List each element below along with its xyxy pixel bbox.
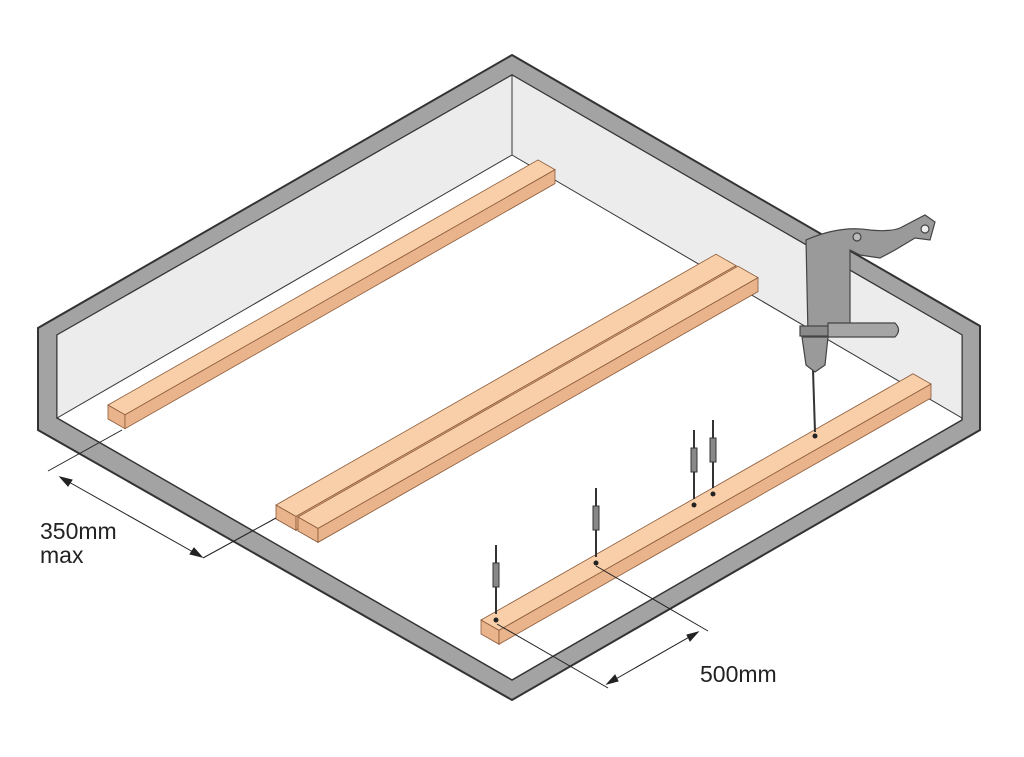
dimension-350 [47,429,277,559]
screw-fixing-icon [709,420,717,497]
spacing-dimension-label: 350mm [40,518,117,544]
drill-hole-mark [812,433,818,439]
batten-top-face [107,159,556,416]
timber-batten [480,373,932,645]
screw-fixing-icon [592,488,600,566]
fixing-interval-label: 500mm [700,661,777,687]
screw-fixing-icon [690,430,698,508]
dimension-500 [496,565,709,689]
batten-top-face [297,265,759,529]
batten-top-face [275,253,737,517]
timber-batten [297,265,759,544]
spacing-max-label: max [40,542,84,568]
batten-top-face [480,373,932,631]
drill-icon [799,214,936,433]
screw-fixing-icon [492,545,500,623]
timber-batten [107,159,556,430]
